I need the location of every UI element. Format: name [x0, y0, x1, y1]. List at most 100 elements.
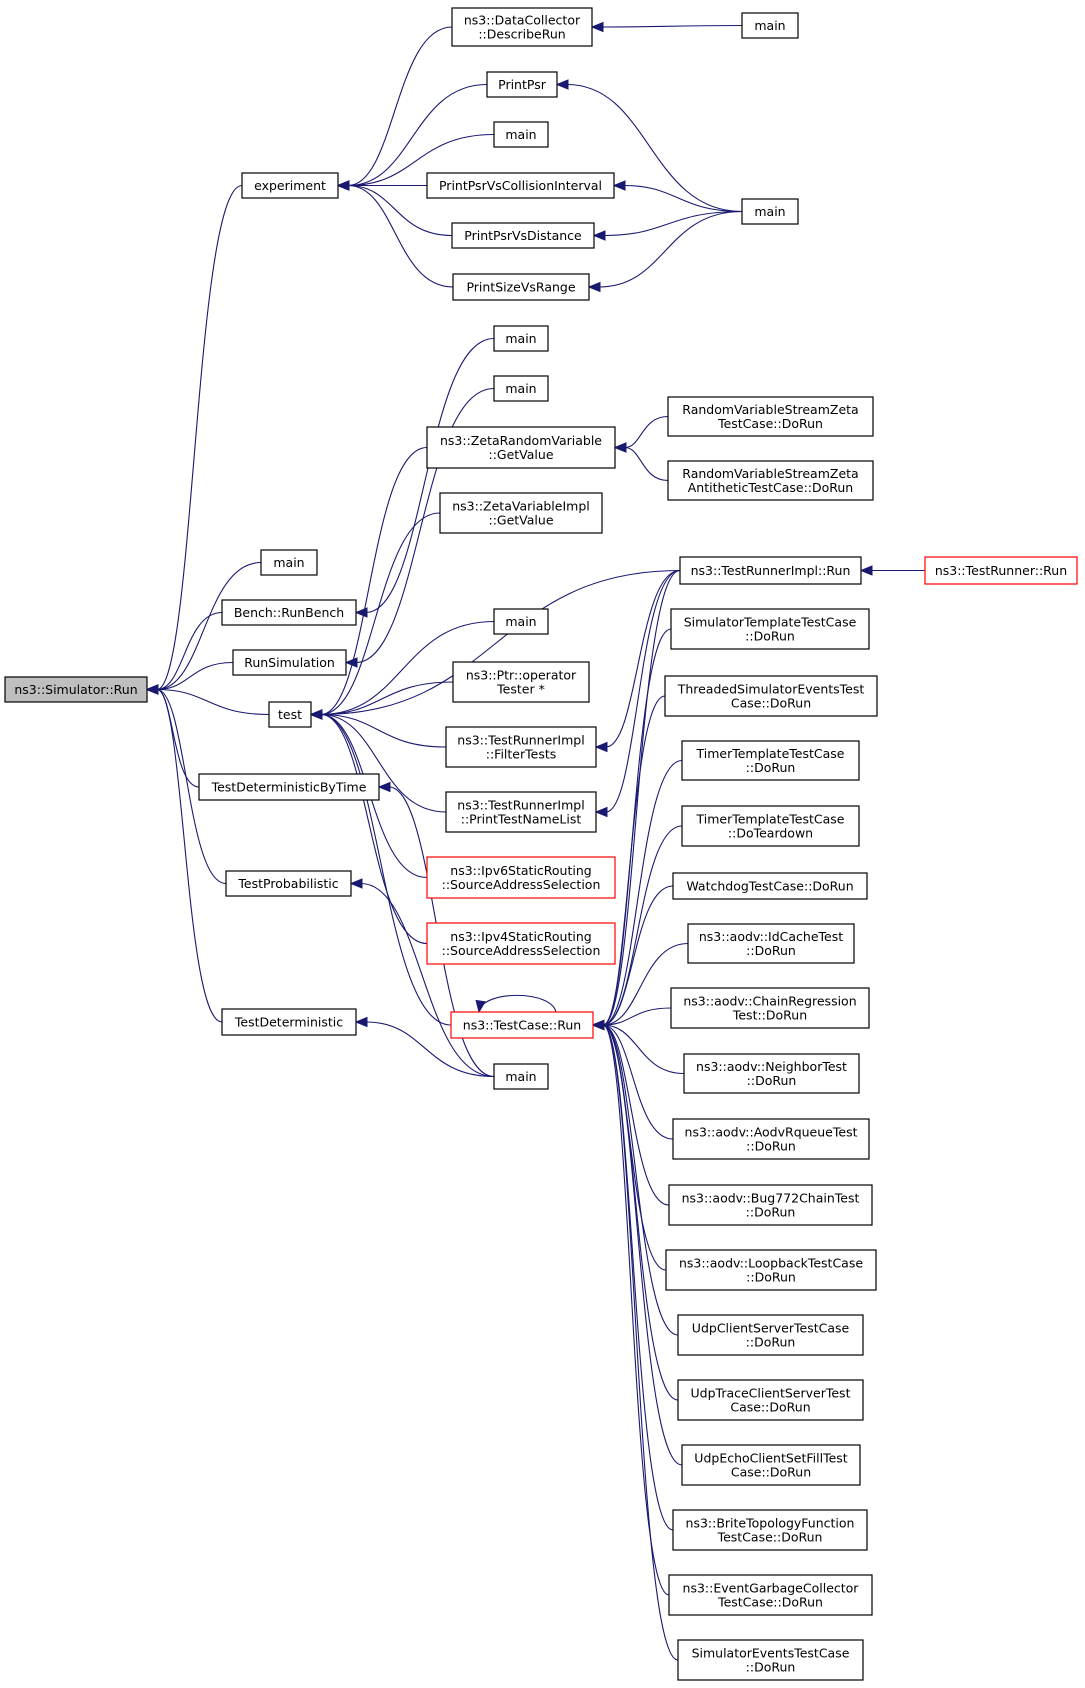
node-psize[interactable]: PrintSizeVsRange [452, 273, 590, 301]
node-box[interactable] [4, 676, 148, 703]
node-bug772[interactable]: ns3::aodv::Bug772ChainTest::DoRun [668, 1184, 873, 1226]
node-main_e[interactable]: main [493, 375, 549, 402]
node-box[interactable] [426, 172, 615, 199]
node-runsim[interactable]: RunSimulation [232, 649, 347, 676]
node-box[interactable] [452, 661, 590, 703]
node-tdbytime[interactable]: TestDeterministicByTime [198, 773, 380, 801]
node-box[interactable] [225, 870, 352, 897]
node-tc_run[interactable]: ns3::TestCase::Run [450, 1011, 594, 1039]
node-box[interactable] [672, 1509, 868, 1551]
node-box[interactable] [681, 740, 860, 781]
node-main_c[interactable]: main [741, 198, 799, 225]
node-box[interactable] [450, 1011, 594, 1039]
node-trunner_run[interactable]: ns3::TestRunner::Run [924, 556, 1078, 585]
node-udpcs[interactable]: UdpClientServerTestCase::DoRun [677, 1314, 864, 1356]
node-box[interactable] [672, 872, 868, 900]
node-box[interactable] [924, 556, 1078, 585]
node-tprob[interactable]: TestProbabilistic [225, 870, 352, 897]
node-box[interactable] [241, 172, 339, 199]
node-test[interactable]: test [268, 701, 312, 728]
node-box[interactable] [445, 726, 597, 768]
node-timer_td[interactable]: TimerTemplateTestCase::DoTeardown [681, 805, 860, 847]
node-rvszeta_anti[interactable]: RandomVariableStreamZetaAntitheticTestCa… [667, 460, 874, 501]
node-zrv[interactable]: ns3::ZetaRandomVariable::GetValue [426, 426, 616, 469]
node-main_f[interactable]: main [260, 549, 318, 576]
node-box[interactable] [667, 460, 874, 501]
node-box[interactable] [426, 922, 616, 965]
node-box[interactable] [493, 1063, 549, 1090]
node-root[interactable]: ns3::Simulator::Run [4, 676, 148, 703]
node-box[interactable] [451, 222, 595, 249]
node-idcache[interactable]: ns3::aodv::IdCacheTest::DoRun [687, 923, 855, 964]
node-box[interactable] [683, 1053, 860, 1094]
node-box[interactable] [667, 396, 874, 437]
node-box[interactable] [677, 1314, 864, 1356]
node-filtertests[interactable]: ns3::TestRunnerImpl::FilterTests [445, 726, 597, 768]
node-main_b[interactable]: main [493, 121, 549, 148]
node-simevents[interactable]: SimulatorEventsTestCase::DoRun [677, 1639, 864, 1681]
node-box[interactable] [679, 556, 862, 585]
node-box[interactable] [681, 1444, 861, 1486]
node-ipv6[interactable]: ns3::Ipv6StaticRouting::SourceAddressSel… [426, 856, 616, 899]
node-loopback[interactable]: ns3::aodv::LoopbackTestCase::DoRun [665, 1249, 877, 1291]
node-box[interactable] [452, 273, 590, 301]
node-main_d[interactable]: main [493, 325, 549, 352]
node-egc[interactable]: ns3::EventGarbageCollectorTestCase::DoRu… [668, 1574, 873, 1616]
node-box[interactable] [677, 1639, 864, 1681]
node-box[interactable] [741, 12, 799, 39]
node-box[interactable] [451, 7, 593, 47]
node-box[interactable] [445, 791, 597, 833]
node-trimpl_run[interactable]: ns3::TestRunnerImpl::Run [679, 556, 862, 585]
node-box[interactable] [268, 701, 312, 728]
node-box[interactable] [439, 492, 603, 534]
node-bench[interactable]: Bench::RunBench [221, 599, 357, 626]
node-box[interactable] [670, 608, 870, 650]
node-box[interactable] [198, 773, 380, 801]
node-printnames[interactable]: ns3::TestRunnerImpl::PrintTestNameList [445, 791, 597, 833]
node-box[interactable] [426, 426, 616, 469]
node-dc_describe[interactable]: ns3::DataCollector::DescribeRun [451, 7, 593, 47]
node-experiment[interactable]: experiment [241, 172, 339, 199]
node-main_g[interactable]: main [493, 608, 549, 635]
node-box[interactable] [493, 608, 549, 635]
node-box[interactable] [687, 923, 855, 964]
node-box[interactable] [232, 649, 347, 676]
node-box[interactable] [486, 71, 558, 98]
node-box[interactable] [493, 325, 549, 352]
node-ipv4[interactable]: ns3::Ipv4StaticRouting::SourceAddressSel… [426, 922, 616, 965]
node-box[interactable] [260, 549, 318, 576]
node-tdet[interactable]: TestDeterministic [221, 1008, 357, 1036]
node-box[interactable] [668, 1184, 873, 1226]
node-box[interactable] [493, 375, 549, 402]
node-box[interactable] [665, 1249, 877, 1291]
node-box[interactable] [221, 599, 357, 626]
node-box[interactable] [670, 987, 870, 1029]
node-box[interactable] [681, 805, 860, 847]
node-main_h[interactable]: main [493, 1063, 549, 1090]
node-box[interactable] [221, 1008, 357, 1036]
node-printpsr[interactable]: PrintPsr [486, 71, 558, 98]
node-neighbor[interactable]: ns3::aodv::NeighborTest::DoRun [683, 1053, 860, 1094]
node-box[interactable] [741, 198, 799, 225]
node-watchdog[interactable]: WatchdogTestCase::DoRun [672, 872, 868, 900]
node-box[interactable] [664, 675, 878, 717]
node-box[interactable] [668, 1574, 873, 1616]
node-brite[interactable]: ns3::BriteTopologyFunctionTestCase::DoRu… [672, 1509, 868, 1551]
node-ppcoll[interactable]: PrintPsrVsCollisionInterval [426, 172, 615, 199]
node-box[interactable] [493, 121, 549, 148]
node-box[interactable] [426, 856, 616, 899]
node-box[interactable] [672, 1118, 870, 1160]
node-main_a[interactable]: main [741, 12, 799, 39]
node-timer_run[interactable]: TimerTemplateTestCase::DoRun [681, 740, 860, 781]
node-rqueue[interactable]: ns3::aodv::AodvRqueueTest::DoRun [672, 1118, 870, 1160]
node-ppdist[interactable]: PrintPsrVsDistance [451, 222, 595, 249]
node-zvi[interactable]: ns3::ZetaVariableImpl::GetValue [439, 492, 603, 534]
node-box[interactable] [677, 1379, 864, 1421]
node-simtemplate[interactable]: SimulatorTemplateTestCase::DoRun [670, 608, 870, 650]
